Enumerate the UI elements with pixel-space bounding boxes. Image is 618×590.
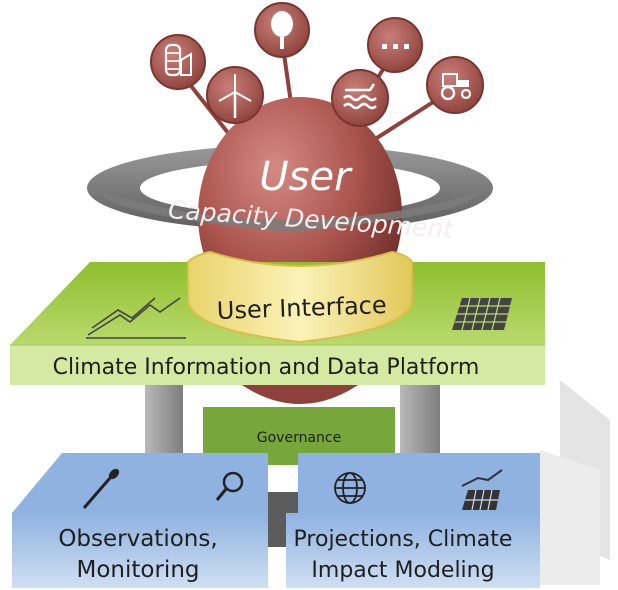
sphere-title: User <box>259 154 353 200</box>
observations-label-line2: Monitoring <box>77 557 200 583</box>
observations-label-line1: Observations, <box>58 526 217 552</box>
dots-icon <box>367 17 423 73</box>
data-grid-icon <box>452 297 512 331</box>
trend-graph-icon <box>86 297 186 339</box>
user-interface-label: User Interface <box>216 291 387 325</box>
capacity-ring-front <box>100 192 480 232</box>
water-icon <box>331 69 389 127</box>
sector-bubbles <box>150 2 484 127</box>
thermometer-icon <box>82 468 120 509</box>
tree-icon <box>254 2 310 58</box>
model-chart-icon <box>461 469 503 511</box>
magnifier-icon <box>215 471 244 501</box>
drop-shadows <box>540 380 610 585</box>
projections-label-line1: Projections, Climate <box>294 527 513 552</box>
governance-label: Governance <box>257 430 341 446</box>
tractor-icon <box>426 56 484 114</box>
globe-icon <box>334 472 366 504</box>
observations-base <box>12 453 268 588</box>
user-interface-band <box>187 250 413 344</box>
silo-icon <box>150 34 206 90</box>
platform-label: Climate Information and Data Platform <box>53 355 480 380</box>
wind-turbine-icon <box>206 66 264 124</box>
projections-label-line2: Impact Modeling <box>311 558 494 583</box>
